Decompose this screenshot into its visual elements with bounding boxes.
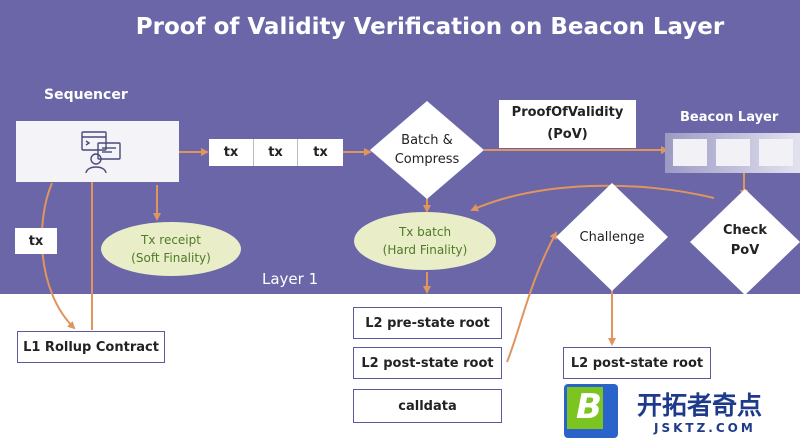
brand-logo: B (564, 384, 618, 438)
diagram-title: Proof of Validity Verification on Beacon… (135, 14, 725, 40)
tx-receipt-ellipse: Tx receipt (Soft Finality) (101, 222, 241, 276)
arrow-sequencer-to-contract (40, 182, 76, 330)
beacon-block (759, 139, 793, 166)
tx-receipt-line2: (Soft Finality) (131, 251, 211, 265)
developer-computer-icon (81, 131, 121, 173)
batch-compress-text: Batch & Compress (382, 131, 472, 169)
calldata-box: calldata (353, 389, 502, 423)
tx-cell: tx (298, 139, 343, 166)
tx-cell: tx (254, 139, 298, 166)
beacon-layer-label: Beacon Layer (680, 110, 779, 125)
brand-url: JSKTZ.COM (654, 421, 756, 435)
challenge-diamond (556, 183, 668, 291)
tx-batch-row: tx tx tx (209, 139, 343, 166)
check-pov-text: Check PoV (700, 221, 790, 261)
tx-batch-ellipse: Tx batch (Hard Finality) (354, 212, 496, 270)
check-pov-line1: Check (723, 223, 767, 238)
l2-post-state-root-right-box: L2 post-state root (563, 347, 711, 379)
tx-cell: tx (209, 139, 254, 166)
challenge-text: Challenge (579, 230, 645, 245)
batch-compress-line1: Batch & (401, 133, 453, 148)
layer1-label: Layer 1 (262, 270, 319, 288)
beacon-layer-node (665, 133, 800, 173)
check-pov-diamond (690, 189, 800, 295)
tx-receipt-line1: Tx receipt (141, 233, 201, 247)
proof-of-validity-box: ProofOfValidity (PoV) (499, 100, 636, 148)
tx-batch-line2: (Hard Finality) (382, 243, 468, 257)
watermark: B 开拓者奇点 JSKTZ.COM (558, 384, 800, 442)
beacon-block (716, 139, 750, 166)
l2-pre-state-root-box: L2 pre-state root (353, 307, 502, 339)
tx-side-label: tx (15, 228, 57, 254)
batch-compress-line2: Compress (394, 152, 460, 167)
batch-compress-diamond (370, 101, 484, 199)
l1-rollup-contract-box: L1 Rollup Contract (17, 331, 165, 363)
brand-name: 开拓者奇点 (637, 391, 763, 420)
sequencer-node (16, 121, 179, 182)
check-pov-line2: PoV (730, 243, 760, 258)
brand-logo-letter: B (576, 387, 602, 427)
tx-batch-line1: Tx batch (398, 225, 452, 239)
pov-line2: (PoV) (547, 127, 588, 142)
pov-line1: ProofOfValidity (511, 105, 624, 120)
arrow-post-root-to-challenge (506, 231, 557, 363)
beacon-block (673, 139, 707, 166)
arrow-check-to-txbatch (470, 184, 715, 212)
l2-post-state-root-box: L2 post-state root (353, 347, 502, 379)
brand-logo-green (567, 387, 603, 429)
sequencer-label: Sequencer (44, 87, 128, 103)
